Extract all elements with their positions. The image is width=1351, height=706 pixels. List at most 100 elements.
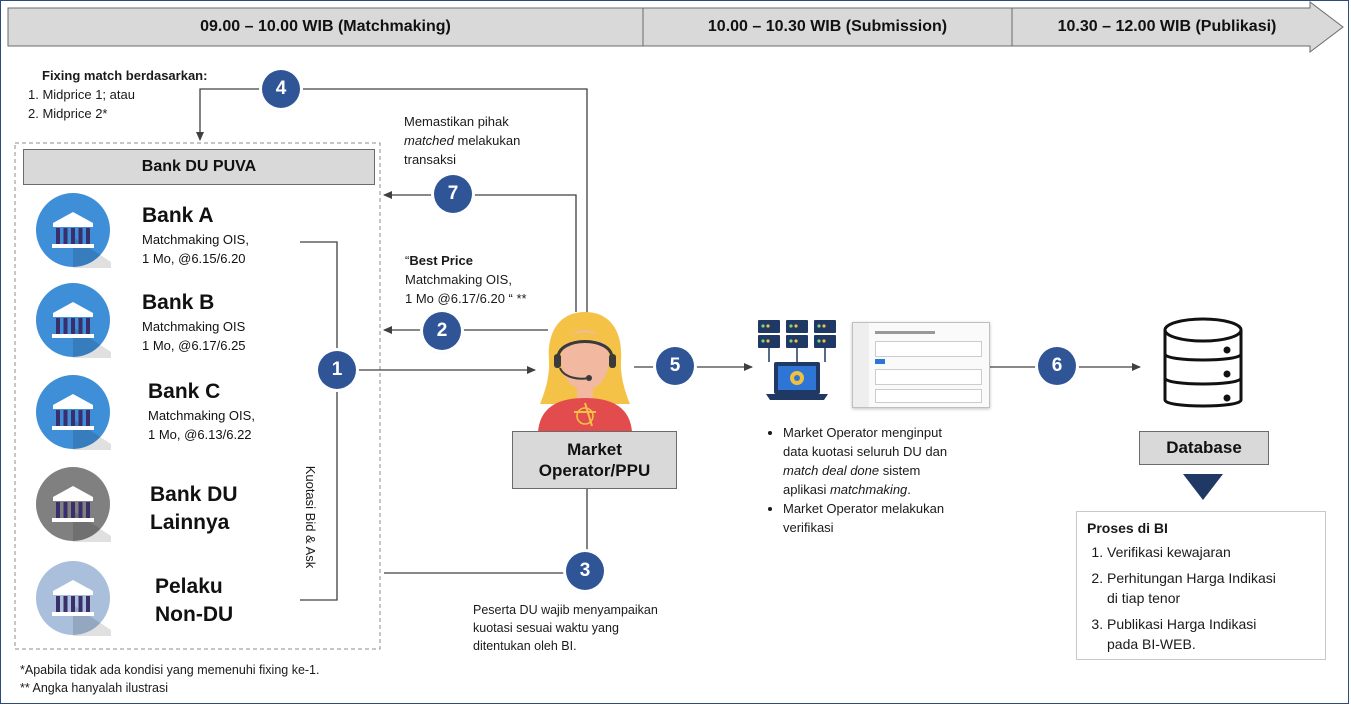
bank-name: Bank C: [148, 380, 221, 403]
pelaku-non-du-text: Pelaku Non-DU: [155, 573, 233, 629]
proses-item: Perhitungan Harga Indikasi di tiap tenor: [1107, 568, 1315, 608]
bank-c-icon: [36, 375, 111, 450]
note-text: melakukan: [453, 133, 521, 148]
note-text: aplikasi: [783, 482, 830, 497]
bank-a-text: Bank A Matchmaking OIS, 1 Mo, @6.15/6.20: [142, 202, 249, 268]
note-emphasis: matched: [404, 133, 454, 148]
database-label: Database: [1139, 431, 1269, 465]
bank-row: [35, 374, 111, 455]
thumbnail-line: [875, 331, 935, 334]
operator-label-line: Market: [567, 440, 622, 459]
thumbnail-button: [875, 359, 885, 364]
bank-desc: 1 Mo, @6.17/6.25: [142, 338, 246, 353]
proses-item: Verifikasi kewajaran: [1107, 542, 1315, 562]
step-4-badge: 4: [262, 70, 300, 108]
mo-note-2: Market Operator melakukan verifikasi: [783, 499, 1005, 537]
phase-arrow-shape: [7, 0, 1344, 54]
phase-matchmaking: 09.00 – 10.00 WIB (Matchmaking): [200, 18, 451, 35]
bank-desc: Matchmaking OIS,: [148, 408, 255, 423]
group-title: Bank DU PUVA: [23, 149, 375, 185]
note-step3: Peserta DU wajib menyampaikan kuotasi se…: [473, 601, 733, 655]
note-line: kuotasi sesuai waktu yang: [473, 621, 619, 635]
step-1-badge: 1: [318, 351, 356, 389]
note-line: Memastikan pihak: [404, 114, 509, 129]
bank-du-lainnya-text: Bank DU Lainnya: [150, 481, 238, 537]
step-2-badge: 2: [423, 312, 461, 350]
thumbnail-row: [875, 389, 982, 403]
thumbnail-row: [875, 369, 982, 385]
note-text: verifikasi: [783, 520, 834, 535]
note-text: sistem: [879, 463, 921, 478]
note-line: Peserta DU wajib menyampaikan: [473, 603, 658, 617]
thumbnail-sidebar: [853, 323, 869, 407]
note-line: matched melakukan: [404, 131, 574, 150]
connector-step4: [196, 88, 588, 312]
step-7-badge: 7: [434, 175, 472, 213]
note-line: ditentukan oleh BI.: [473, 639, 577, 653]
operator-label-line: Operator/PPU: [538, 461, 651, 480]
note-line: 1 Mo @6.17/6.20 “ **: [405, 291, 527, 306]
fixing-note: Fixing match berdasarkan: 1. Midprice 1;…: [28, 66, 262, 123]
note-text: Market Operator melakukan: [783, 501, 945, 516]
bank-du-lainnya-icon: [36, 467, 111, 542]
proses-item-text: Publikasi Harga Indikasi: [1107, 616, 1257, 632]
market-operator-notes: Market Operator menginput data kuotasi s…: [765, 423, 1005, 537]
quote-mark: “: [405, 253, 410, 268]
best-price-note: “Best Price Matchmaking OIS, 1 Mo @6.17/…: [405, 251, 565, 308]
fixing-item: 2. Midprice 2*: [28, 106, 108, 121]
phase-publikasi: 10.30 – 12.00 WIB (Publikasi): [1057, 18, 1277, 35]
bank-name-line2: Lainnya: [150, 511, 230, 534]
connector-step3: [384, 488, 588, 574]
proses-item-text: di tiap tenor: [1107, 590, 1181, 606]
database-icon: [1163, 317, 1243, 408]
thumbnail-row: [875, 341, 982, 357]
note-line: transaksi: [404, 152, 457, 167]
operator-avatar-icon: [538, 312, 632, 432]
pelaku-non-du-icon: [36, 561, 111, 636]
note-line: “Best Price: [405, 251, 565, 270]
bank-row: [35, 560, 111, 641]
bracket-line: [300, 241, 338, 601]
proses-item-text: Verifikasi kewajaran: [1107, 544, 1231, 560]
bank-row: [35, 282, 111, 363]
fixing-item: 1. Midprice 1; atau: [28, 87, 135, 102]
vertical-label: Kuotasi Bid & Ask: [303, 465, 318, 569]
group-dashed-border: [14, 142, 381, 650]
bank-a-icon: [36, 193, 111, 268]
bank-b-icon: [36, 283, 111, 358]
server-laptop-icon: [758, 320, 836, 400]
bank-desc: 1 Mo, @6.15/6.20: [142, 251, 246, 266]
proses-bi-box: Proses di BI Verifikasi kewajaran Perhit…: [1076, 511, 1326, 660]
operator-label: Market Operator/PPU: [512, 431, 677, 489]
bank-row: [35, 466, 111, 547]
phase-submission: 10.00 – 10.30 WIB (Submission): [707, 18, 948, 35]
step-5-badge: 5: [656, 347, 694, 385]
note-text: Market Operator menginput: [783, 425, 942, 440]
step-3-badge: 3: [566, 552, 604, 590]
footnote: ** Angka hanyalah ilustrasi: [20, 681, 169, 695]
proses-title: Proses di BI: [1087, 520, 1168, 536]
bank-desc: Matchmaking OIS,: [142, 232, 249, 247]
fixing-title: Fixing match berdasarkan:: [42, 68, 208, 83]
step-6-badge: 6: [1038, 347, 1076, 385]
bank-name: Bank B: [142, 291, 215, 314]
note-emphasis: matchmaking: [829, 482, 908, 497]
bank-name: Bank A: [142, 204, 214, 227]
bank-row: [35, 192, 111, 273]
best-price-title: Best Price: [409, 253, 473, 268]
proses-item-text: Perhitungan Harga Indikasi: [1107, 570, 1276, 586]
footnotes: *Apabila tidak ada kondisi yang memenuhi…: [20, 661, 440, 697]
proses-item: Publikasi Harga Indikasi pada BI-WEB.: [1107, 614, 1315, 654]
proses-item-text: pada BI-WEB.: [1107, 636, 1196, 652]
note-text: .: [907, 482, 911, 497]
app-screenshot-thumbnail: [852, 322, 990, 408]
bank-c-text: Bank C Matchmaking OIS, 1 Mo, @6.13/6.22: [148, 378, 255, 444]
footnote: *Apabila tidak ada kondisi yang memenuhi…: [20, 663, 320, 677]
note-emphasis: match deal done: [783, 463, 880, 478]
bank-name: Pelaku: [155, 575, 223, 598]
mo-note-1: Market Operator menginput data kuotasi s…: [783, 423, 1005, 499]
note-text: data kuotasi seluruh DU dan: [783, 444, 948, 459]
note-line: Matchmaking OIS,: [405, 272, 512, 287]
note-step7: Memastikan pihak matched melakukan trans…: [404, 112, 574, 169]
